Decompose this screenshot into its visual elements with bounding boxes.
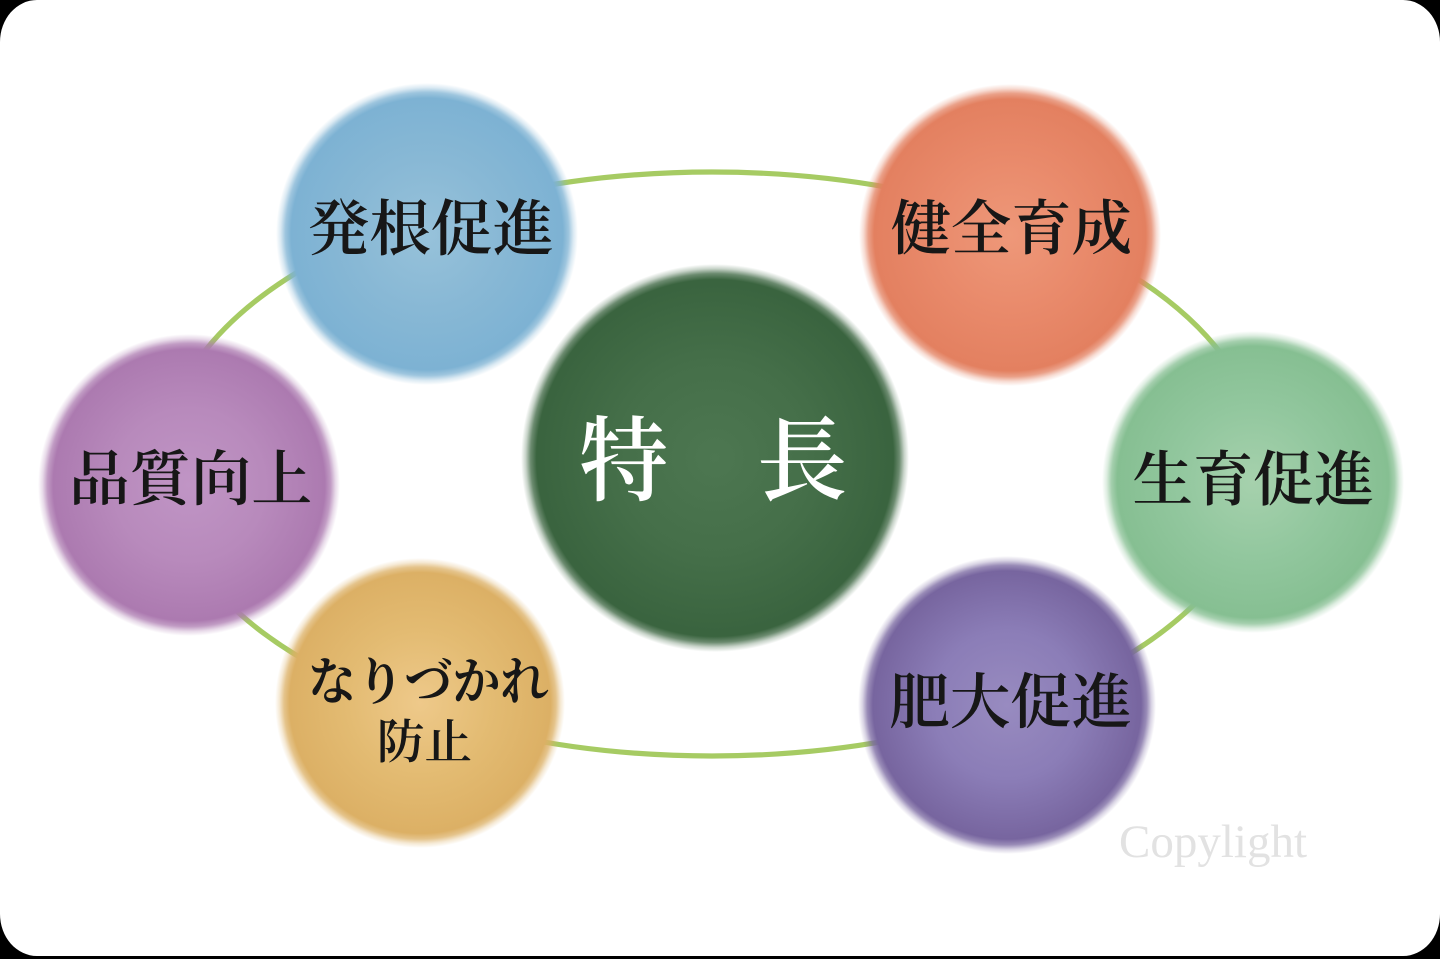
svg-text:Copylight: Copylight xyxy=(1119,816,1307,868)
